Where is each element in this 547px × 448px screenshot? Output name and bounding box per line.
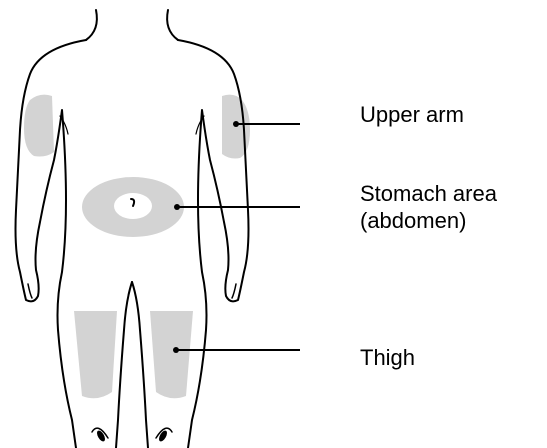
label-upper-arm: Upper arm <box>360 101 464 128</box>
knee-mark-left <box>95 429 106 442</box>
leader-dot-stomach <box>174 204 180 210</box>
inner-leg-left <box>116 282 132 448</box>
label-thigh-text: Thigh <box>360 344 415 371</box>
injection-zone-thigh-left <box>74 311 117 398</box>
navel <box>131 199 134 206</box>
hand-detail-left <box>28 284 32 298</box>
hand-detail-right <box>232 284 236 298</box>
label-stomach-line1: Stomach area <box>360 180 497 207</box>
neck-right <box>167 10 178 40</box>
label-stomach-area: Stomach area (abdomen) <box>360 180 497 234</box>
label-stomach-line2: (abdomen) <box>360 207 497 234</box>
inner-leg-right <box>132 282 148 448</box>
leader-dot-thigh <box>173 347 179 353</box>
knee-mark-right <box>157 429 168 442</box>
injection-zone-thigh-right <box>150 311 193 398</box>
neck-left <box>86 10 97 40</box>
label-thigh: Thigh <box>360 344 415 371</box>
injection-zone-upper-arm-left <box>24 95 54 157</box>
leader-dot-upper-arm <box>233 121 239 127</box>
label-upper-arm-text: Upper arm <box>360 101 464 128</box>
